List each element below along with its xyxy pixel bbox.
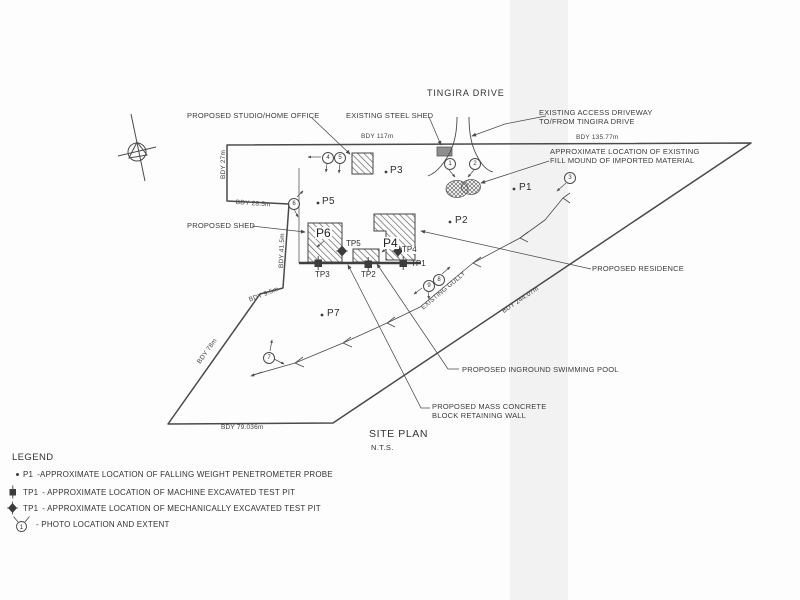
bdy-27-label: BDY 27m	[220, 149, 227, 179]
steel-shed-label: EXISTING STEEL SHED	[346, 111, 434, 120]
probe-p1-label: P1	[519, 182, 532, 193]
legend-row-probe: P1 -APPROXIMATE LOCATION OF FALLING WEIG…	[16, 470, 333, 479]
bdy-117-label: BDY 117m	[361, 133, 394, 140]
bdy-135-label: BDY 135.77m	[576, 134, 619, 141]
driveway-lines	[427, 116, 494, 177]
building-steel-shed	[436, 146, 453, 157]
probe-dot-icon	[16, 473, 19, 476]
legend-photo-text: - PHOTO LOCATION AND EXTENT	[36, 519, 170, 529]
driveway-label-line2: TO/FROM TINGIRA DRIVE	[539, 117, 635, 126]
swimming-pool	[352, 248, 380, 263]
studio-label: PROPOSED STUDIO/HOME OFFICE	[187, 111, 320, 120]
probe-p5-label: P5	[322, 196, 335, 207]
driveway-label-line1: EXISTING ACCESS DRIVEWAY	[539, 108, 653, 117]
residence-label: PROPOSED RESIDENCE	[592, 264, 684, 273]
legend-probe-key: P1	[23, 470, 34, 479]
bdy-79-label: BDY 79.036m	[221, 424, 264, 431]
legend-row-mechanical-pit: TP1 - APPROXIMATE LOCATION OF MECHANICAL…	[6, 501, 321, 515]
tp4-label: TP4	[402, 245, 417, 254]
legend-machine-pit-text: - APPROXIMATE LOCATION OF MACHINE EXCAVA…	[42, 487, 296, 497]
probe-p4-label: P4	[382, 236, 399, 250]
photo-marker-3: 3	[564, 172, 576, 184]
photo-marker-icon: 1	[13, 516, 30, 532]
site-boundary-outline	[167, 142, 752, 425]
tp3-label: TP3	[315, 270, 330, 279]
photo-marker-5-number: 5	[338, 155, 342, 161]
legend-row-machine-pit: TP1 - APPROXIMATE LOCATION OF MACHINE EX…	[6, 485, 295, 499]
fill-mound-label-line1: APPROXIMATE LOCATION OF EXISTING	[550, 147, 700, 156]
photo-marker-1-number: 1	[448, 161, 452, 167]
photo-marker-5: 5	[334, 152, 346, 164]
probe-dots	[316, 170, 516, 317]
photo-marker-9: 9	[423, 280, 435, 292]
photo-marker-7-number: 7	[267, 355, 271, 361]
photo-marker-2: 2	[469, 158, 481, 170]
leader-pool	[376, 263, 459, 370]
leader-steel-shed	[428, 116, 442, 146]
probe-p5-dot	[316, 201, 320, 205]
fill-mound	[445, 179, 481, 198]
photo-marker-8: 8	[433, 274, 445, 286]
plan-title: SITE PLAN	[369, 428, 429, 440]
tp3-symbol	[314, 256, 322, 270]
mechanical-pit-icon	[7, 501, 18, 515]
leader-residence	[420, 230, 592, 270]
retaining-wall-label-line1: PROPOSED MASS CONCRETE	[432, 402, 547, 411]
gully-path	[252, 197, 564, 376]
tp1-symbol	[399, 256, 407, 270]
gully-end-arrow	[250, 371, 263, 377]
probe-p3-label: P3	[390, 165, 403, 176]
photo-marker-7: 7	[263, 352, 275, 364]
leader-lines	[251, 115, 592, 409]
tp5-label: TP5	[346, 239, 361, 248]
probe-p3-dot	[384, 170, 388, 174]
shed-label: PROPOSED SHED	[187, 221, 256, 230]
leader-shed	[251, 225, 306, 234]
legend-row-photo: 1 - PHOTO LOCATION AND EXTENT	[12, 515, 170, 533]
leader-studio	[311, 117, 351, 155]
probe-p6-label: P6	[315, 226, 332, 240]
photo-marker-2-number: 2	[473, 161, 477, 167]
probe-p7-label: P7	[327, 308, 340, 319]
north-compass	[117, 113, 157, 182]
pool-label: PROPOSED INGROUND SWIMMING POOL	[462, 365, 619, 374]
photo-marker-6: 6	[288, 198, 300, 210]
retaining-wall-label-line2: BLOCK RETAINING WALL	[432, 411, 527, 420]
tp2-symbol	[364, 257, 372, 271]
photo-marker-3-number: 3	[568, 175, 572, 181]
bdy-41-label: BDY 41.5m	[278, 233, 287, 269]
machine-pit-icon	[9, 485, 16, 499]
legend-mechanical-pit-text: - APPROXIMATE LOCATION OF MECHANICALLY E…	[42, 503, 321, 513]
probe-p1-dot	[512, 187, 516, 191]
street-label: TINGIRA DRIVE	[427, 88, 505, 98]
photo-marker-1: 1	[444, 158, 456, 170]
leader-fill-mound	[480, 160, 550, 184]
building-studio	[351, 152, 374, 175]
photo-marker-6-number: 6	[292, 201, 296, 207]
photo-marker-4-number: 4	[326, 155, 330, 161]
tp5-symbol	[336, 244, 348, 258]
probe-p2-dot	[448, 220, 452, 224]
legend-machine-pit-key: TP1	[23, 487, 39, 497]
photo-marker-8-number: 8	[437, 277, 441, 283]
photo-marker-4: 4	[322, 152, 334, 164]
photo-marker-9-number: 9	[427, 283, 431, 289]
legend-title: LEGEND	[12, 452, 54, 463]
leader-retaining-wall	[347, 264, 430, 409]
legend-mechanical-pit-key: TP1	[23, 503, 39, 513]
test-pit-symbols-machine	[314, 256, 407, 271]
plan-scale: N.T.S.	[371, 443, 394, 452]
photo-direction-arrows	[269, 155, 567, 365]
probe-p2-label: P2	[455, 215, 468, 226]
probe-p7-dot	[320, 313, 324, 317]
fill-mound-label-line2: FILL MOUND OF IMPORTED MATERIAL	[550, 156, 695, 165]
legend-probe-text: -APPROXIMATE LOCATION OF FALLING WEIGHT …	[37, 470, 333, 479]
tp1-label: TP1	[411, 259, 426, 268]
legend-photo-number: 1	[20, 524, 24, 531]
leader-driveway	[471, 115, 547, 137]
gully-flow-chevrons	[294, 192, 571, 368]
tp2-label: TP2	[361, 270, 376, 279]
